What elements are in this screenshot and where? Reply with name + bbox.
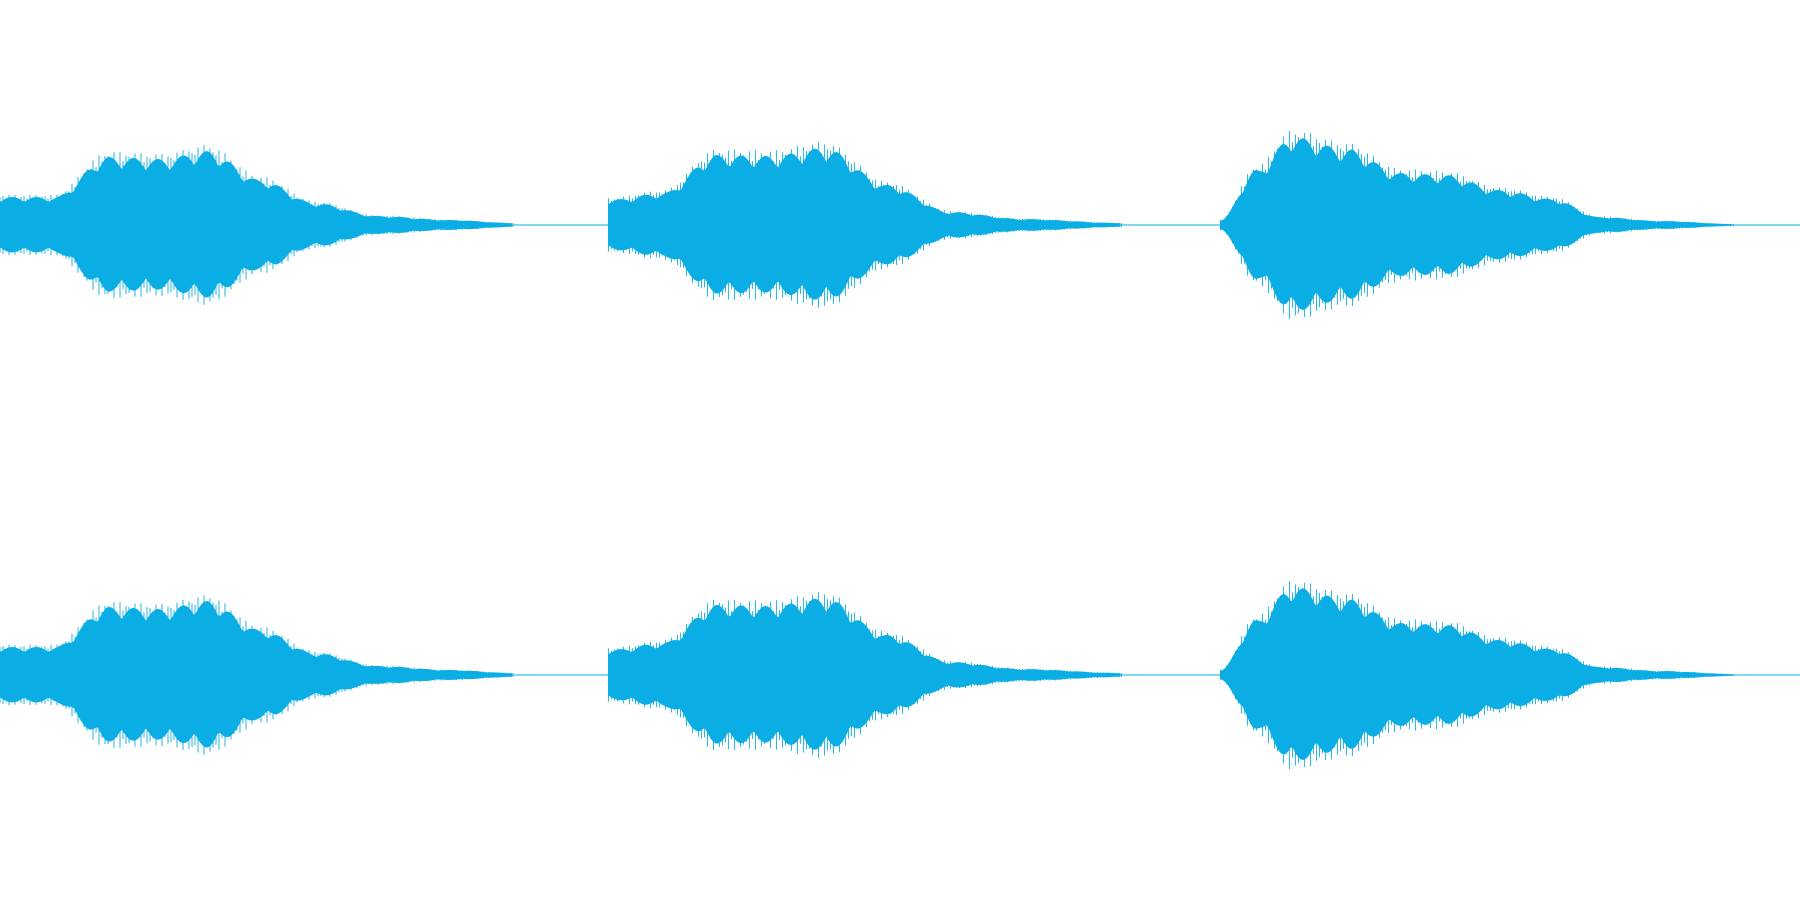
waveform-channel-left (0, 131, 1800, 319)
sound-burst-3 (1219, 581, 1734, 769)
sound-burst-2 (607, 592, 1122, 758)
waveform-channel-right (0, 581, 1800, 769)
waveform-envelope (0, 151, 512, 298)
sound-burst-1 (0, 145, 514, 305)
sound-burst-3 (1219, 131, 1734, 319)
waveform-envelope (608, 598, 1121, 750)
waveform-envelope (0, 601, 512, 748)
waveform-envelope (1220, 588, 1733, 760)
waveform-envelope (608, 148, 1121, 300)
sound-burst-2 (607, 142, 1122, 308)
waveform-envelope (1220, 138, 1733, 310)
sound-burst-1 (0, 595, 514, 755)
